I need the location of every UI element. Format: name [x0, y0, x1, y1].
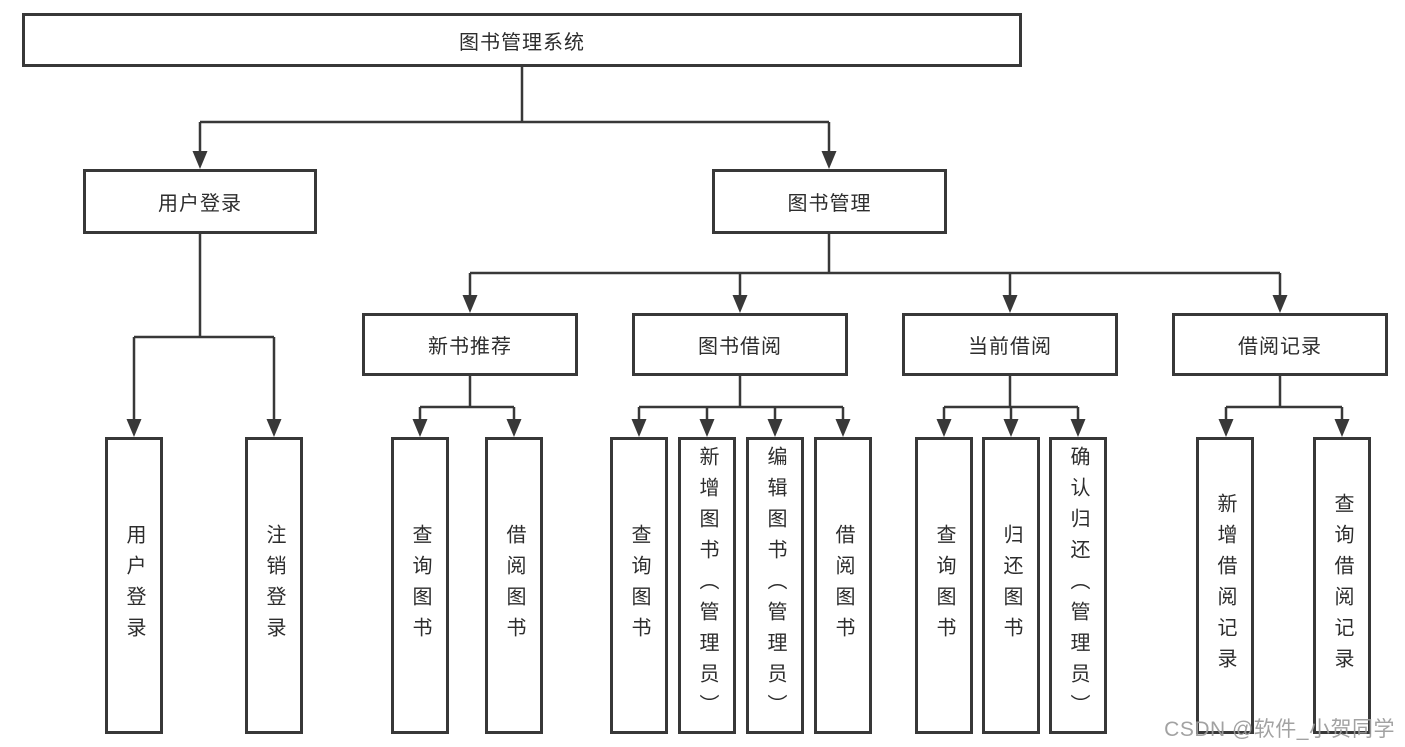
node-book-borrowing: 图书借阅 [632, 313, 848, 376]
leaf-label: 查询借阅记录 [1331, 492, 1353, 679]
leaf-user-login: 用户登录 [105, 437, 163, 734]
node-root: 图书管理系统 [22, 13, 1022, 67]
leaf-label: 编辑图书（管理员） [764, 446, 786, 725]
node-user-login: 用户登录 [83, 169, 317, 234]
leaf-add-books-admin: 新增图书（管理员） [678, 437, 736, 734]
leaf-borrow-books-2: 借阅图书 [814, 437, 872, 734]
node-label: 图书管理系统 [459, 31, 585, 54]
leaf-query-books-1: 查询图书 [391, 437, 449, 734]
node-label: 新书推荐 [428, 336, 512, 358]
leaf-label: 借阅图书 [832, 523, 854, 648]
leaf-confirm-return-admin: 确认归还（管理员） [1049, 437, 1107, 734]
leaf-return-books: 归还图书 [982, 437, 1040, 734]
leaf-logout: 注销登录 [245, 437, 303, 734]
node-current-borrowing: 当前借阅 [902, 313, 1118, 376]
node-new-book-recommend: 新书推荐 [362, 313, 578, 376]
leaf-label: 确认归还（管理员） [1067, 446, 1089, 725]
leaf-edit-books-admin: 编辑图书（管理员） [746, 437, 804, 734]
leaf-label: 归还图书 [1000, 523, 1022, 648]
node-label: 图书管理 [787, 193, 872, 215]
leaf-label: 查询图书 [628, 523, 650, 648]
arrowheads [126, 151, 1350, 437]
leaf-label: 查询图书 [933, 523, 955, 648]
leaf-label: 借阅图书 [503, 523, 525, 648]
leaf-label: 新增图书（管理员） [696, 446, 718, 725]
leaf-label: 注销登录 [263, 523, 285, 648]
node-label: 用户登录 [158, 193, 242, 215]
node-label: 图书借阅 [698, 336, 782, 358]
leaf-add-borrow-record: 新增借阅记录 [1196, 437, 1254, 734]
leaf-label: 查询图书 [409, 523, 431, 648]
leaf-query-books-3: 查询图书 [915, 437, 973, 734]
leaf-label: 新增借阅记录 [1214, 492, 1236, 679]
node-book-management: 图书管理 [712, 169, 947, 234]
node-borrowing-records: 借阅记录 [1172, 313, 1388, 376]
leaf-query-books-2: 查询图书 [610, 437, 668, 734]
csdn-watermark: CSDN @软件_小贺同学 [1164, 718, 1395, 741]
leaf-query-borrow-record: 查询借阅记录 [1313, 437, 1371, 734]
leaf-label: 用户登录 [123, 523, 145, 648]
node-label: 当前借阅 [968, 336, 1052, 358]
node-label: 借阅记录 [1238, 336, 1322, 358]
leaf-borrow-books-1: 借阅图书 [485, 437, 543, 734]
